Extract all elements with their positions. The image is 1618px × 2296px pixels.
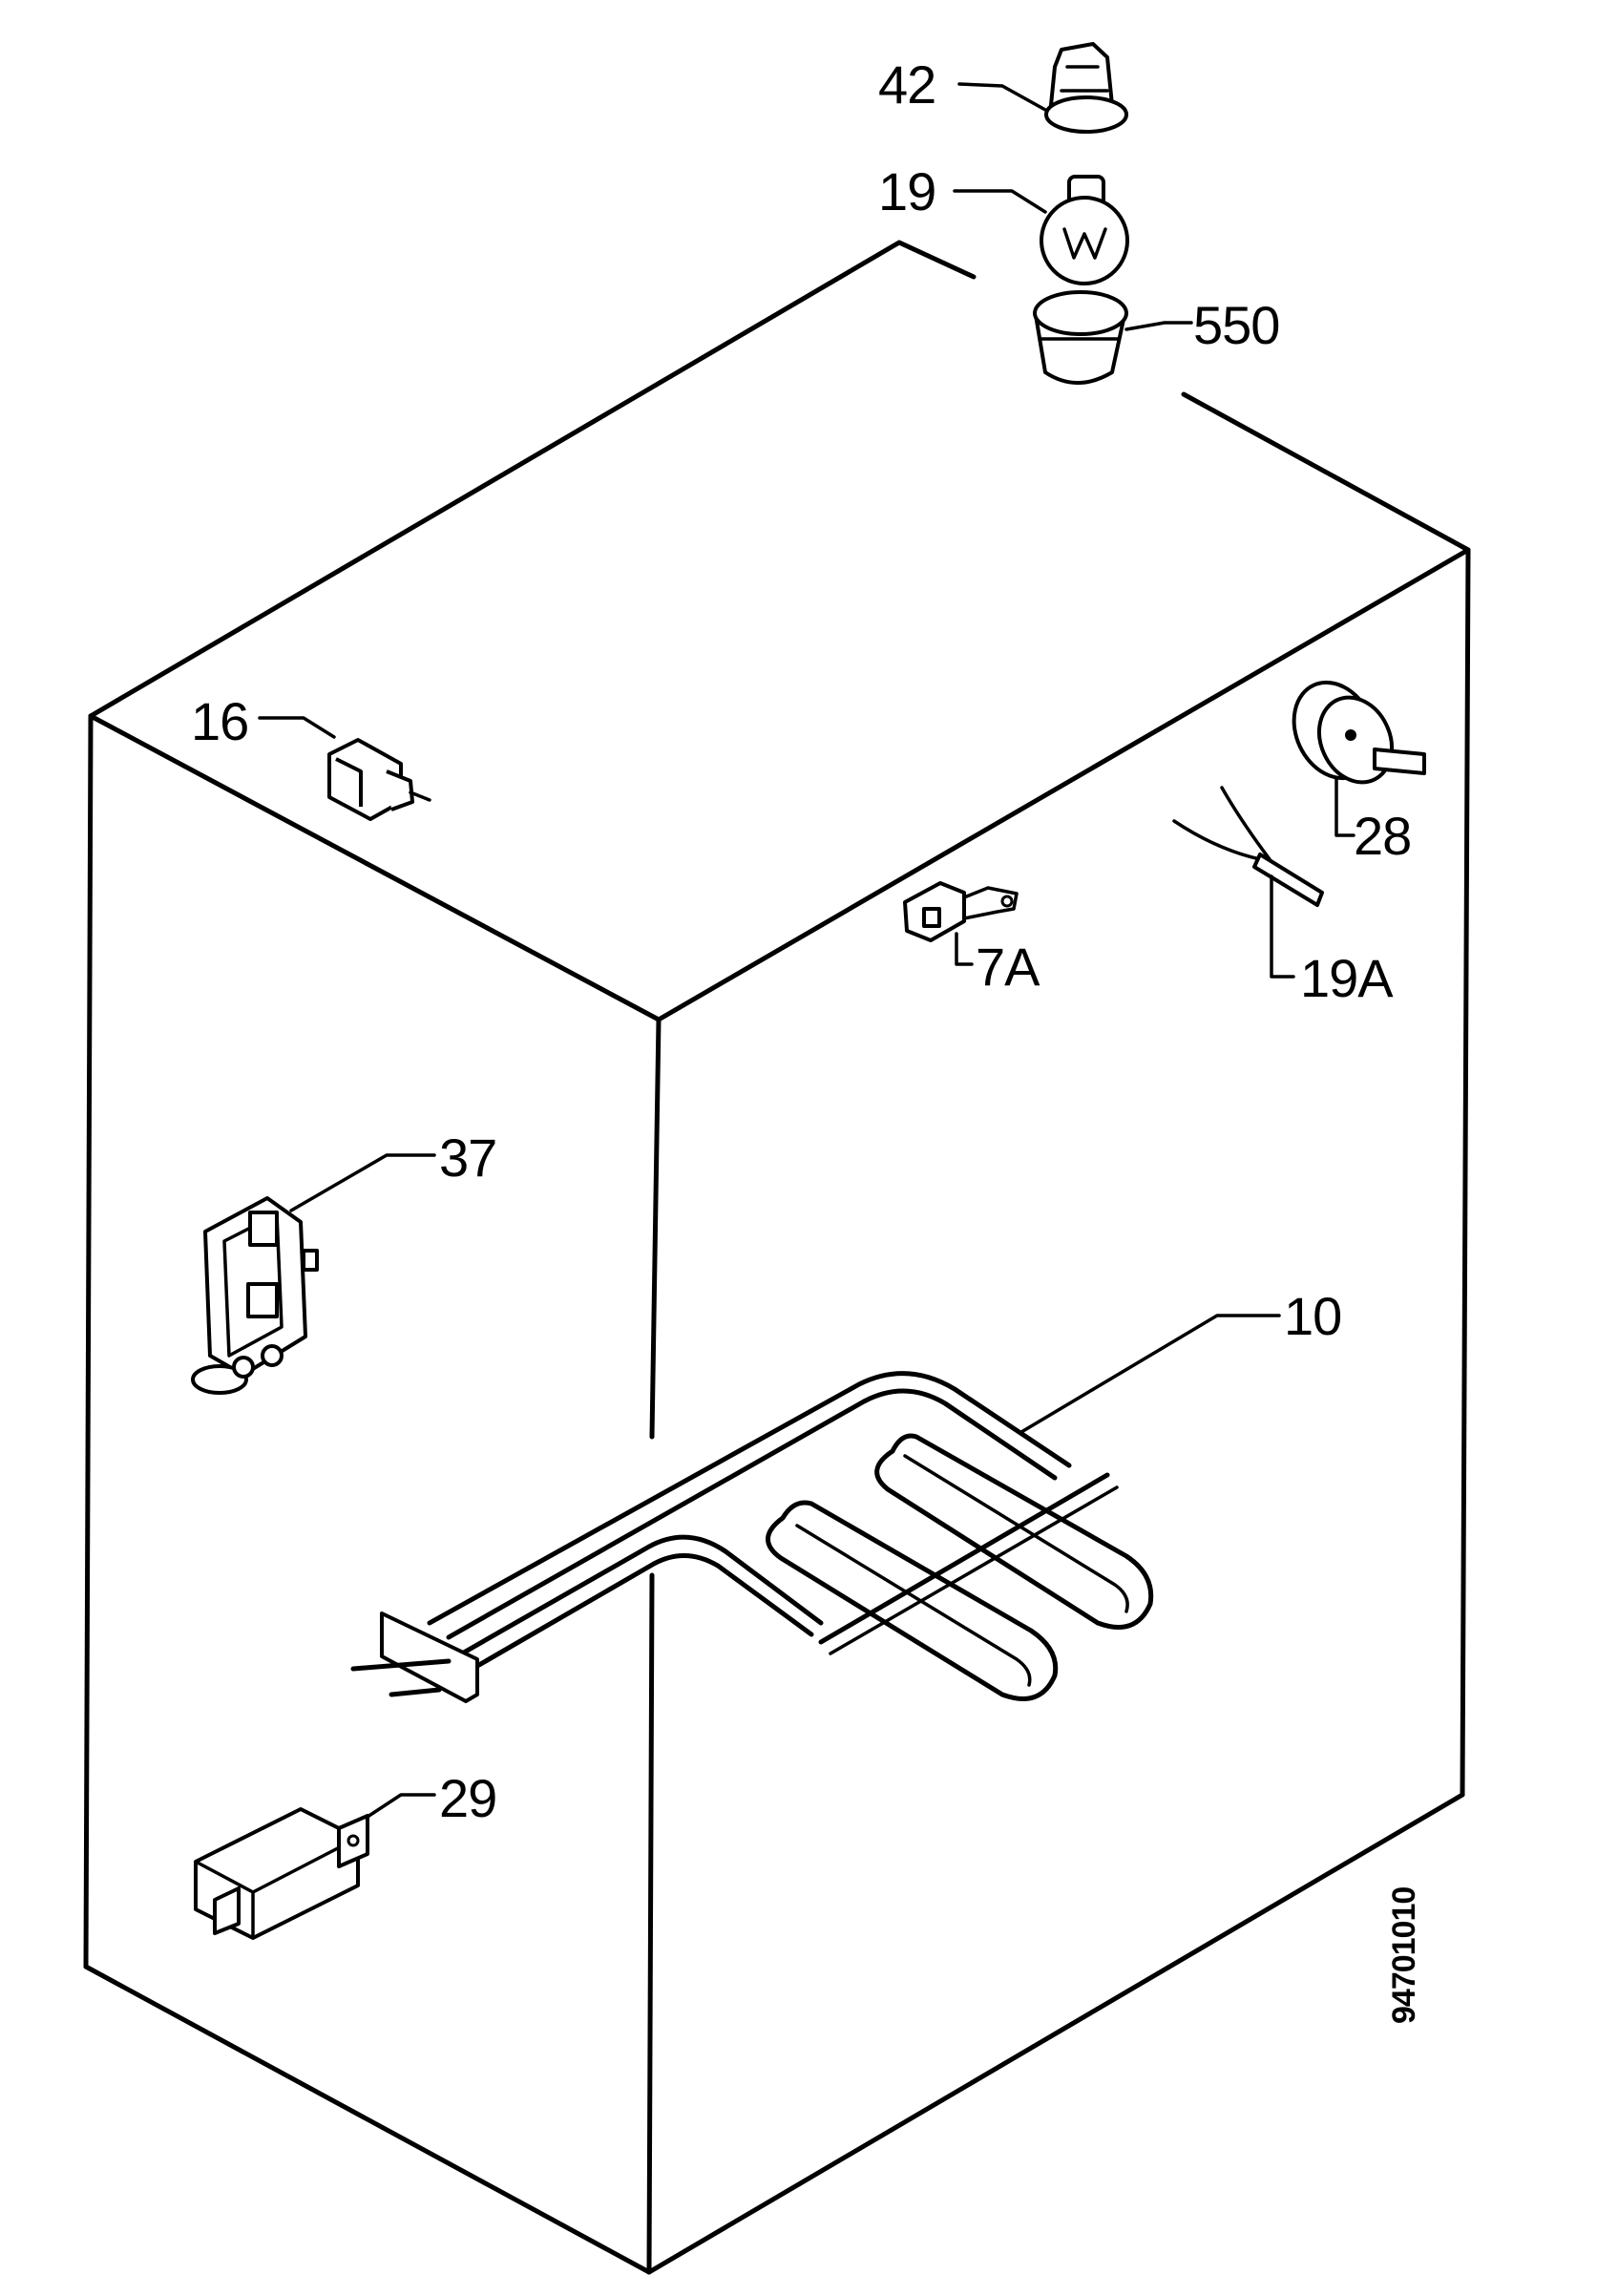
part-19A-sensor-probe[interactable] [1172, 786, 1324, 979]
drawing-reference-code: 94701010 [1386, 1887, 1422, 2024]
part-label-16: 16 [191, 691, 248, 751]
part-label-29: 29 [439, 1768, 496, 1828]
part-label-42: 42 [878, 54, 935, 115]
part-16-push-switch[interactable] [258, 716, 431, 821]
part-label-19A: 19A [1300, 948, 1394, 1008]
part-label-7A: 7A [976, 937, 1040, 997]
part-42-lamp-cover[interactable] [957, 42, 1128, 134]
part-28-thermostat[interactable] [1279, 669, 1426, 837]
part-37-terminal-board[interactable] [191, 1153, 436, 1395]
part-7A-micro-switch[interactable] [903, 881, 1019, 966]
part-10-heating-element[interactable] [350, 1314, 1281, 1703]
part-29-capacitor[interactable] [194, 1793, 436, 1940]
part-label-550: 550 [1193, 295, 1279, 355]
part-label-37: 37 [439, 1127, 496, 1188]
part-19-lamp-bulb[interactable] [953, 175, 1129, 285]
part-label-10: 10 [1284, 1286, 1341, 1346]
part-label-28: 28 [1354, 806, 1411, 866]
cabinet-outline [83, 240, 1471, 2275]
part-550-lamp-holder[interactable] [1033, 290, 1193, 385]
part-label-19: 19 [878, 161, 935, 221]
